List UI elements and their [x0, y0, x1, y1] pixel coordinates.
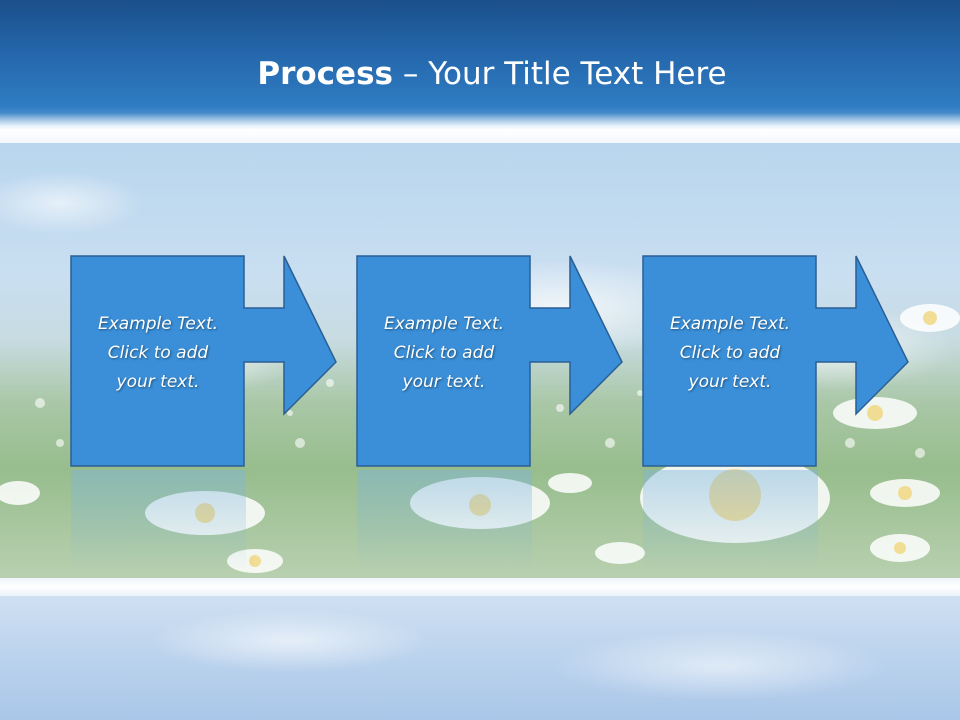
- step-text[interactable]: Example Text. Click to add your text.: [73, 310, 243, 397]
- bottom-band: [0, 596, 960, 720]
- arrow-right-icon: [356, 255, 623, 467]
- step-reflection: [357, 470, 532, 570]
- title-bar: Process – Your Title Text Here: [0, 0, 960, 125]
- step-reflection: [71, 470, 246, 570]
- step-line: your text.: [688, 372, 772, 392]
- step-line: Click to add: [393, 343, 495, 363]
- title-rest-text: – Your Title Text Here: [393, 56, 727, 92]
- title-divider: [0, 113, 960, 143]
- arrow-right-icon: [642, 255, 909, 467]
- step-line: Example Text.: [97, 314, 219, 334]
- step-line: Example Text.: [383, 314, 505, 334]
- title-bold-text: Process: [257, 56, 393, 92]
- step-reflection: [643, 470, 818, 570]
- process-step-3[interactable]: Example Text. Click to add your text.: [642, 255, 913, 468]
- slide-title[interactable]: Process – Your Title Text Here: [0, 52, 960, 96]
- step-line: your text.: [116, 372, 200, 392]
- step-line: Click to add: [679, 343, 781, 363]
- step-line: Click to add: [107, 343, 209, 363]
- step-line: Example Text.: [669, 314, 791, 334]
- daisy-field-image: [0, 304, 960, 573]
- arrow-right-icon: [70, 255, 337, 467]
- photo-divider: [0, 578, 960, 596]
- process-step-1[interactable]: Example Text. Click to add your text.: [70, 255, 341, 468]
- step-text[interactable]: Example Text. Click to add your text.: [645, 310, 815, 397]
- step-line: your text.: [402, 372, 486, 392]
- step-text[interactable]: Example Text. Click to add your text.: [359, 310, 529, 397]
- process-step-2[interactable]: Example Text. Click to add your text.: [356, 255, 627, 468]
